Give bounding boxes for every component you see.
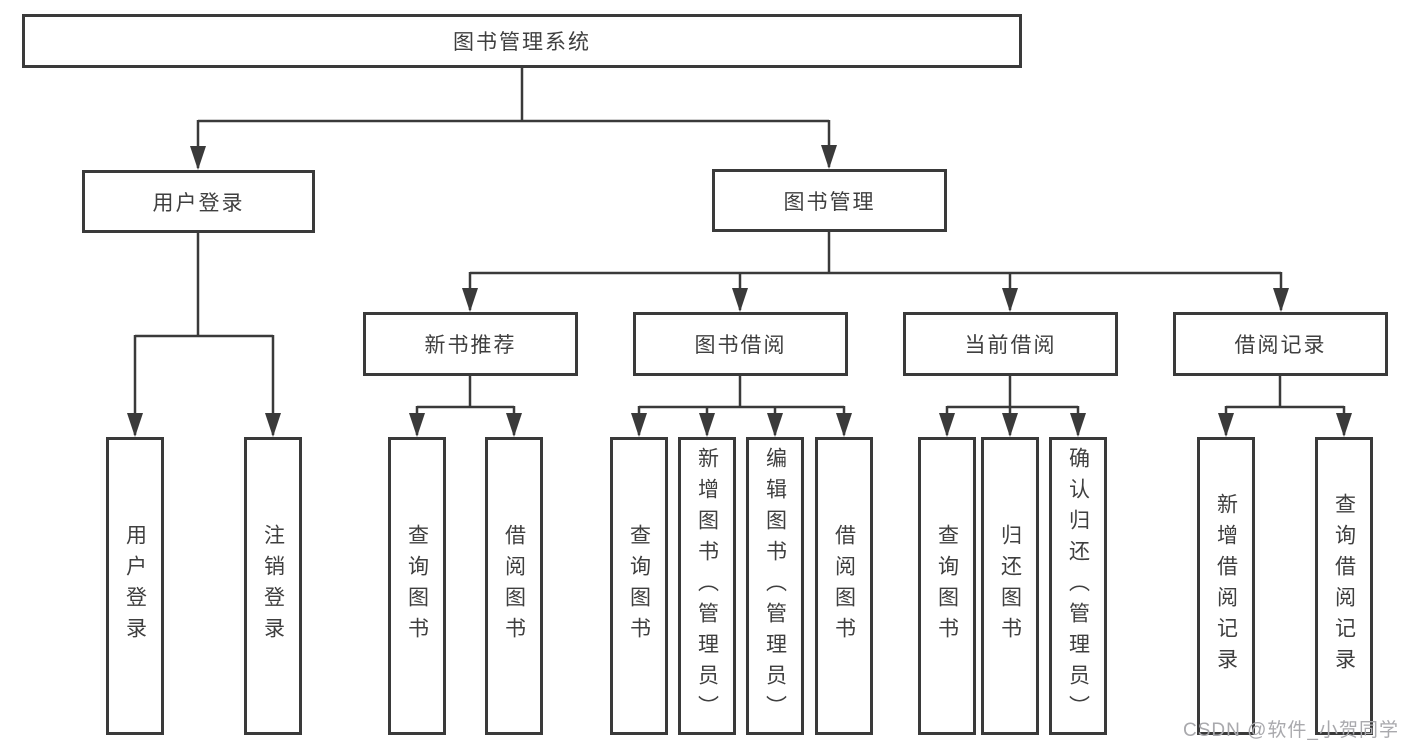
leaf-add-borrow-record: 新增借阅记录 bbox=[1197, 437, 1255, 735]
csdn-watermark: CSDN @软件_小贺同学 bbox=[1183, 720, 1399, 741]
node-library-management-system: 图书管理系统 bbox=[22, 14, 1022, 68]
leaf-borrow-books: 借阅图书 bbox=[485, 437, 543, 735]
leaf-query-books: 查询图书 bbox=[610, 437, 668, 735]
leaf-confirm-return-admin: 确认归还（管理员） bbox=[1049, 437, 1107, 735]
leaf-add-books-admin: 新增图书（管理员） bbox=[678, 437, 736, 735]
node-user-login: 用户登录 bbox=[82, 170, 315, 233]
leaf-logout: 注销登录 bbox=[244, 437, 302, 735]
node-book-management: 图书管理 bbox=[712, 169, 947, 232]
leaf-query-books: 查询图书 bbox=[918, 437, 976, 735]
leaf-edit-books-admin: 编辑图书（管理员） bbox=[746, 437, 804, 735]
node-current-borrowing: 当前借阅 bbox=[903, 312, 1118, 376]
node-new-book-recommendation: 新书推荐 bbox=[363, 312, 578, 376]
leaf-query-borrow-record: 查询借阅记录 bbox=[1315, 437, 1373, 735]
leaf-borrow-books: 借阅图书 bbox=[815, 437, 873, 735]
node-borrowing-records: 借阅记录 bbox=[1173, 312, 1388, 376]
leaf-query-books: 查询图书 bbox=[388, 437, 446, 735]
node-book-borrowing: 图书借阅 bbox=[633, 312, 848, 376]
leaf-return-books: 归还图书 bbox=[981, 437, 1039, 735]
leaf-user-login: 用户登录 bbox=[106, 437, 164, 735]
